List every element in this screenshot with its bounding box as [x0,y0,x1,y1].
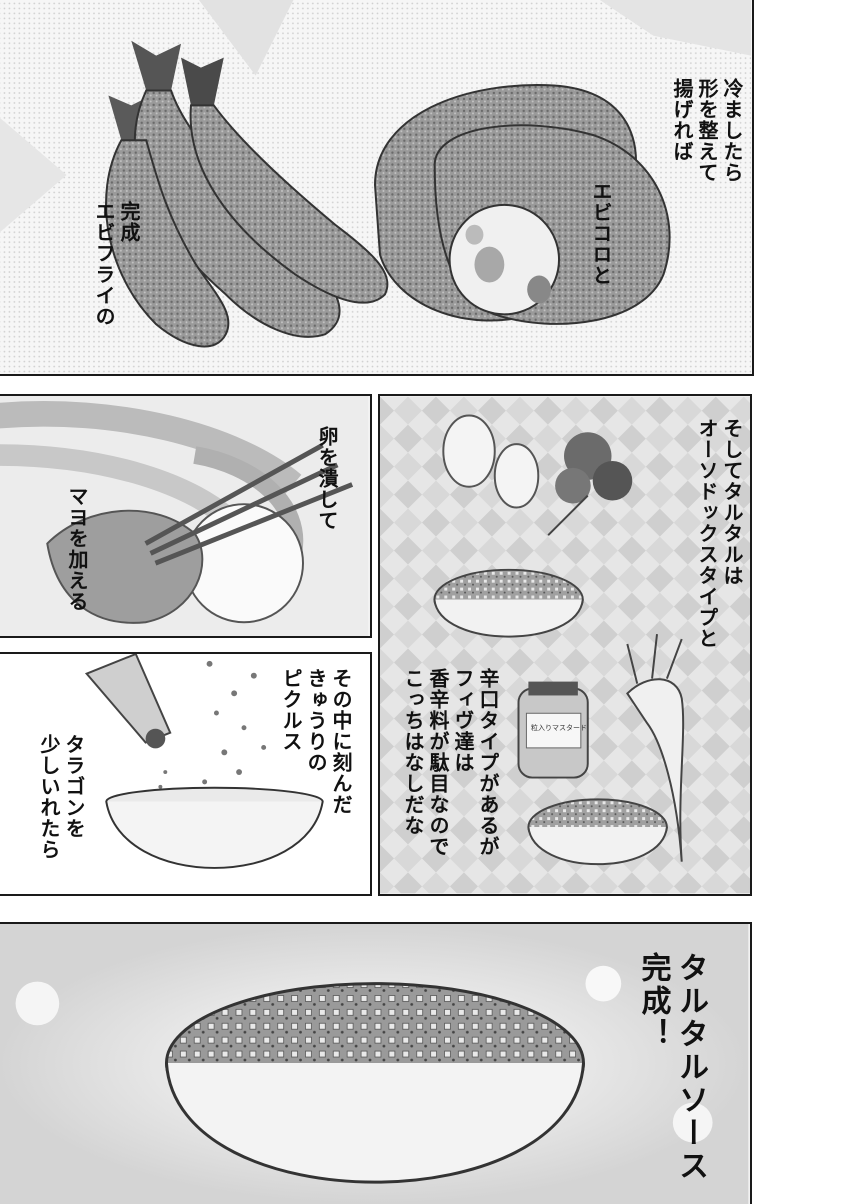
caption-tartar-sauce-complete: タルタルソース 完成！ [635,952,709,1183]
panel-tartar-complete: タルタルソース 完成！ [0,922,752,1204]
bowl-sprinkle-illustration [0,654,368,894]
caption-mash-egg: 卵を潰して [315,426,339,531]
caption-ebikoro: エビコロと [589,181,613,286]
caption-orthodox-tartar: そしてタルタルは オーソドックスタイプと [695,418,744,649]
caption-cool-and-fry: 冷ましたら 形を整えて 揚げれば [670,78,744,183]
mustard-jar-label: 粒入りマスタード [531,724,587,732]
fried-shrimp-illustration [0,0,752,374]
caption-add-mayo: マヨを加える [65,486,89,612]
caption-ebifry-complete: 完成 エビフライの [92,201,141,327]
panel-pickles-tarragon: その中に刻んだ きゅうりの ピクルス タラゴンを 少しいれたら [0,652,372,896]
caption-add-tarragon: タラゴンを 少しいれたら [37,734,86,860]
tartar-ingredients-illustration [380,396,750,894]
caption-chopped-pickles: その中に刻んだ きゅうりの ピクルス [279,668,353,815]
panel-tartar-types: 粒入りマスタード そしてタルタルは オーソドックスタイプと 辛口タイプがあるが … [378,394,752,896]
tartar-bowl-illustration [0,924,749,1204]
fork-egg-illustration [0,396,368,636]
caption-spicy-type: 辛口タイプがあるが フィヴ達は 香辛料が駄目なので こっちはなしだな [401,668,500,857]
panel-fried-shrimp: 冷ましたら 形を整えて 揚げれば エビコロと 完成 エビフライの [0,0,754,376]
panel-egg-mayo: 卵を潰して マヨを加える [0,394,372,638]
